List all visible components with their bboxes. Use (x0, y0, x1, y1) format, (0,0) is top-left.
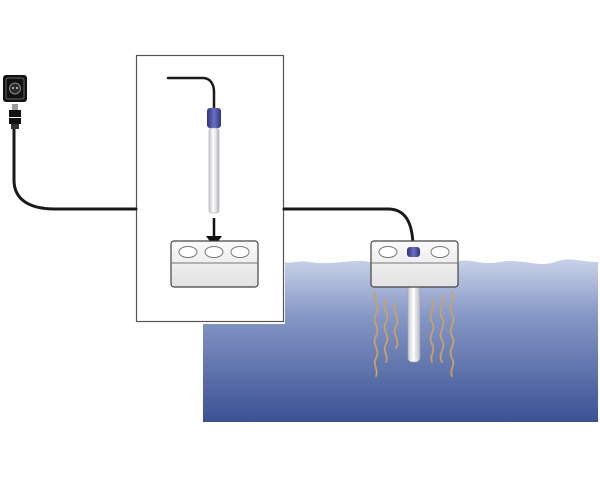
plug-icon (9, 104, 21, 129)
float-holder-panel (170, 240, 259, 288)
heat-wave-icon (373, 291, 455, 377)
power-outlet-icon (3, 75, 27, 102)
power-cable (12, 126, 415, 250)
heater-icon (166, 76, 221, 214)
water-tank (203, 259, 598, 422)
float-holder-water (370, 240, 459, 288)
submerged-heater (407, 279, 421, 363)
